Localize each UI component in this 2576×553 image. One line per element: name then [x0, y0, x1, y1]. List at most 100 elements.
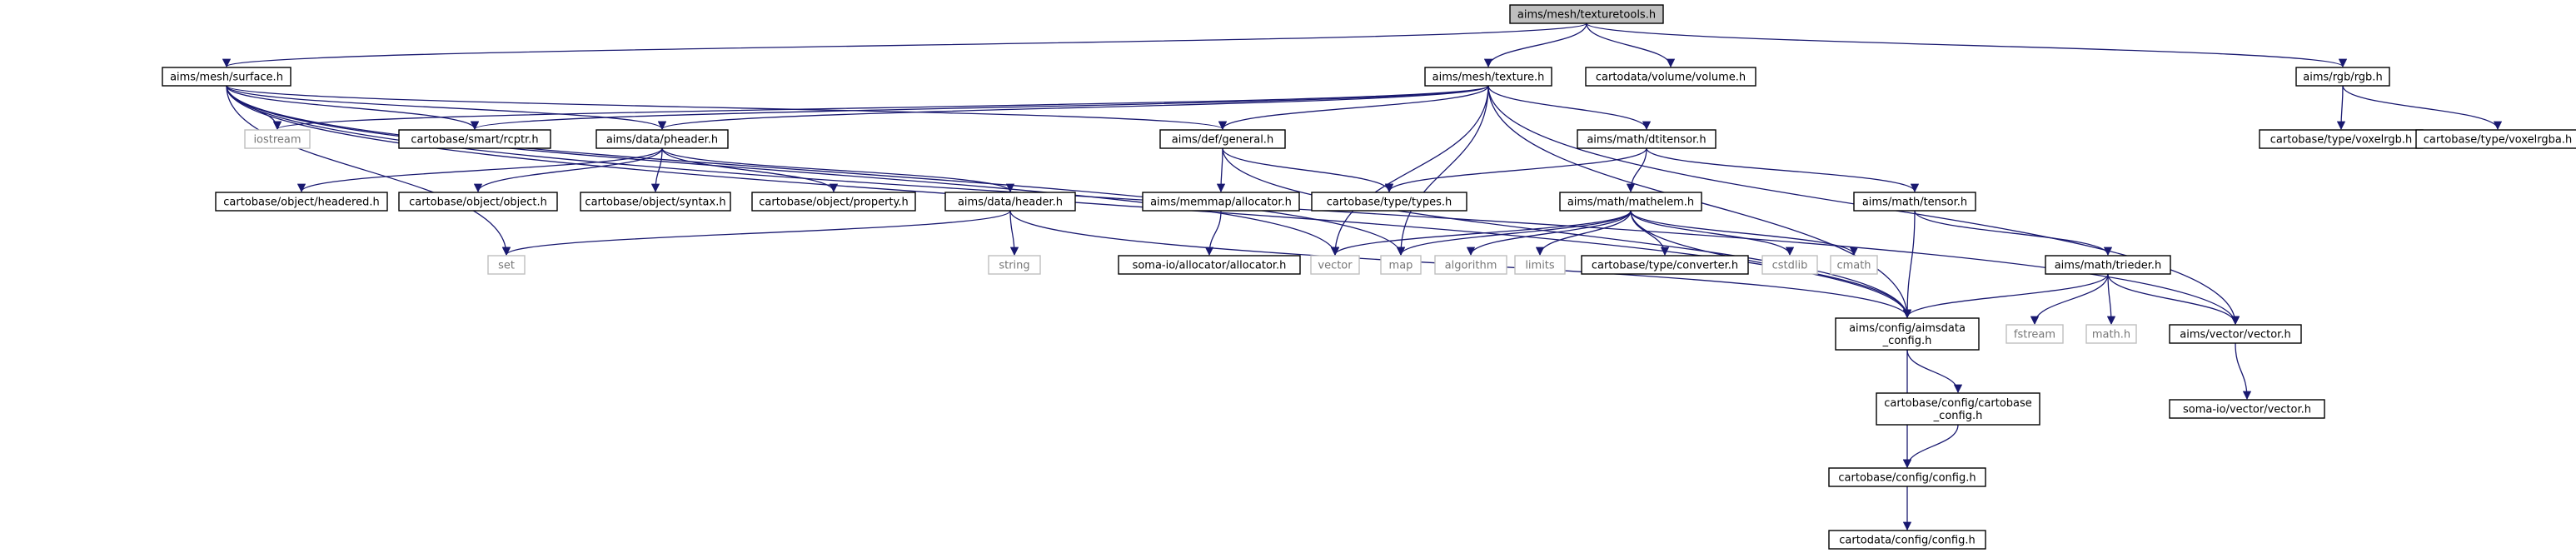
node-dtitensor[interactable]: aims/math/dtitensor.h [1577, 129, 1717, 149]
node-box [1311, 192, 1467, 212]
node-mathelem[interactable]: aims/math/mathelem.h [1559, 192, 1702, 212]
edge-texturetools-to-rgb [1586, 22, 2347, 68]
node-box [2169, 399, 2325, 419]
node-label: set [498, 260, 515, 272]
edge-mathelem-to-vector [1330, 210, 1632, 257]
edge-dtitensor-to-types [1384, 147, 1647, 193]
node-label: cartodata/config/config.h [1839, 535, 1975, 547]
edge-pheader-to-syntax [650, 147, 663, 193]
node-label: aims/mesh/texture.h [1432, 72, 1545, 84]
edge-surface-to-pheader [226, 85, 667, 131]
node-label: aims/math/dtitensor.h [1587, 134, 1706, 147]
edge-mathelem-to-cstdlib [1630, 210, 1795, 257]
edge-pheader-to-headered [296, 147, 663, 193]
node-label: cartobase/config/cartobase [1884, 397, 2032, 410]
node-box [1853, 192, 1976, 212]
node-label: math.h [2092, 329, 2130, 341]
edge-trieder-to-fstream [2030, 273, 2109, 326]
node-box [1828, 467, 1986, 487]
node-label: _config.h [1882, 335, 1932, 347]
node-label: limits [1525, 260, 1555, 272]
node-iostream: iostream [244, 129, 311, 149]
node-box [1434, 255, 1507, 275]
node-label: iostream [253, 134, 301, 147]
edge-surface-to-set [226, 85, 511, 257]
edge-texture-to-map [1396, 85, 1489, 257]
node-rgb[interactable]: aims/rgb/rgb.h [2295, 67, 2390, 87]
node-trieder[interactable]: aims/math/trieder.h [2045, 255, 2171, 275]
node-somavector[interactable]: soma-io/vector/vector.h [2169, 399, 2325, 419]
node-box [751, 192, 916, 212]
node-memallocator[interactable]: aims/memmap/allocator.h [1142, 192, 1300, 212]
node-types[interactable]: cartobase/type/types.h [1311, 192, 1467, 212]
node-texturetools[interactable]: aims/mesh/texturetools.h [1509, 4, 1664, 24]
node-label: cartobase/object/object.h [409, 197, 547, 209]
node-label: aims/memmap/allocator.h [1150, 197, 1292, 209]
node-headered[interactable]: cartobase/object/headered.h [215, 192, 388, 212]
node-box [2169, 324, 2302, 344]
node-limits: limits [1514, 255, 1566, 275]
node-box [215, 192, 388, 212]
node-header[interactable]: aims/data/header.h [944, 192, 1076, 212]
node-aimsdataconfig[interactable]: aims/config/aimsdata_config.h [1835, 317, 1980, 351]
edge-pheader-to-property [661, 147, 839, 193]
node-volume[interactable]: cartodata/volume/volume.h [1585, 67, 1756, 87]
node-box [1828, 530, 1986, 550]
edge-mathelem-to-limits [1535, 210, 1632, 257]
node-label: soma-io/allocator/allocator.h [1133, 260, 1287, 272]
node-box [1424, 67, 1552, 87]
node-pheader[interactable]: aims/data/pheader.h [595, 129, 729, 149]
node-box [1159, 129, 1286, 149]
node-string: string [988, 255, 1041, 275]
node-box [2415, 129, 2576, 149]
node-box [580, 192, 731, 212]
node-box [2085, 324, 2137, 344]
node-box [1559, 192, 1702, 212]
node-label: aims/math/mathelem.h [1567, 197, 1694, 209]
node-box [244, 129, 311, 149]
edge-surface-to-map [226, 85, 1406, 257]
node-label: cartodata/volume/volume.h [1596, 72, 1746, 84]
node-texture[interactable]: aims/mesh/texture.h [1424, 67, 1552, 87]
node-cartodataconfig[interactable]: cartodata/config/config.h [1828, 530, 1986, 550]
node-rcptr[interactable]: cartobase/smart/rcptr.h [398, 129, 551, 149]
node-label: aims/vector/vector.h [2180, 329, 2290, 341]
node-object[interactable]: cartobase/object/object.h [398, 192, 558, 212]
node-label: cstdlib [1772, 260, 1808, 272]
node-label: soma-io/vector/vector.h [2183, 404, 2311, 416]
node-label: cartobase/config/config.h [1838, 472, 1976, 485]
node-config[interactable]: cartobase/config/config.h [1828, 467, 1986, 487]
edge-header-to-string [1009, 210, 1019, 257]
node-general[interactable]: aims/def/general.h [1159, 129, 1286, 149]
node-box [595, 129, 729, 149]
node-box [1585, 67, 1756, 87]
edge-mathelem-to-cmath [1630, 210, 1859, 257]
edge-general-to-memallocator [1216, 147, 1226, 193]
node-tensor[interactable]: aims/math/tensor.h [1853, 192, 1976, 212]
node-aimsvector[interactable]: aims/vector/vector.h [2169, 324, 2302, 344]
node-surface[interactable]: aims/mesh/surface.h [162, 67, 291, 87]
edge-texture-to-dtitensor [1487, 85, 1652, 131]
edge-mathelem-to-algorithm [1466, 210, 1632, 257]
node-algorithm: algorithm [1434, 255, 1507, 275]
node-voxelrgb[interactable]: cartobase/type/voxelrgb.h [2259, 129, 2424, 149]
node-box [1761, 255, 1818, 275]
node-syntax[interactable]: cartobase/object/syntax.h [580, 192, 731, 212]
node-box [1509, 4, 1664, 24]
node-box [1876, 392, 2040, 426]
node-label: algorithm [1445, 260, 1497, 272]
edge-header-to-set [502, 210, 1011, 257]
node-cartobaseconfig[interactable]: cartobase/config/cartobase_config.h [1876, 392, 2040, 426]
node-voxelrgba[interactable]: cartobase/type/voxelrgba.h [2415, 129, 2576, 149]
node-box [1118, 255, 1301, 275]
node-cstdlib: cstdlib [1761, 255, 1818, 275]
node-property[interactable]: cartobase/object/property.h [751, 192, 916, 212]
edge-texture-to-general [1218, 85, 1489, 131]
node-label: aims/rgb/rgb.h [2303, 72, 2382, 84]
node-label: cartobase/type/voxelrgba.h [2424, 134, 2572, 147]
edge-trieder-to-mathh [2106, 273, 2116, 326]
node-converter[interactable]: cartobase/type/converter.h [1581, 255, 1749, 275]
edge-surface-to-rcptr [226, 85, 480, 131]
edge-surface-to-general [226, 85, 1227, 131]
node-somaallocator[interactable]: soma-io/allocator/allocator.h [1118, 255, 1301, 275]
